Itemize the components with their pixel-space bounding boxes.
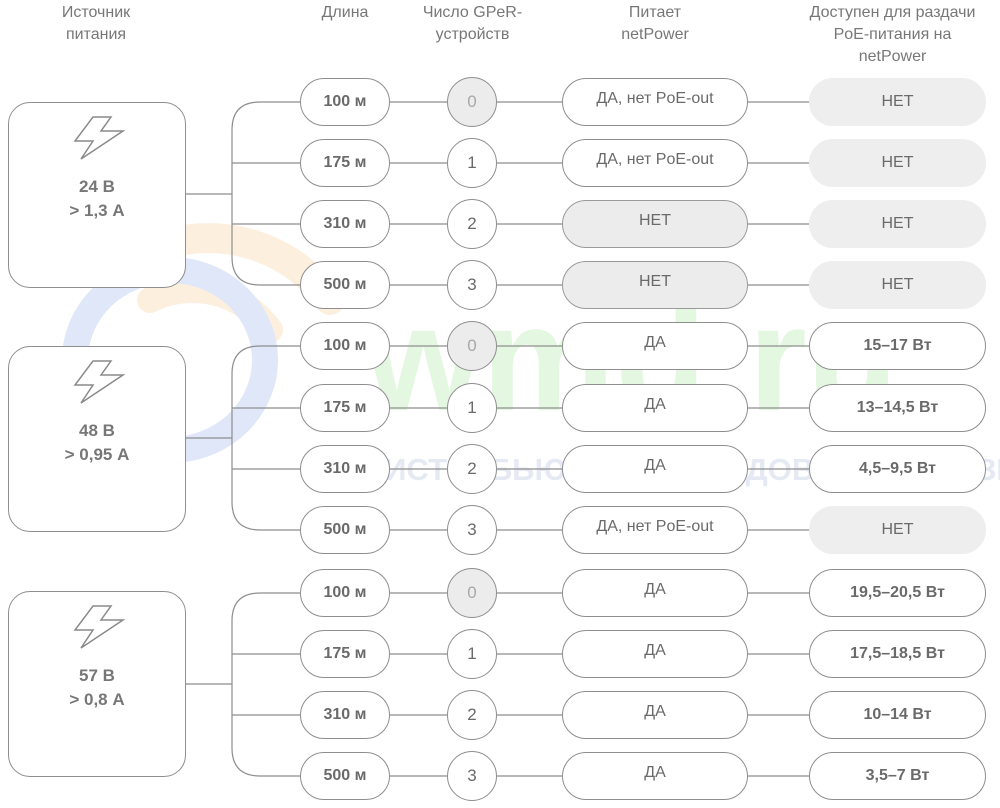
device-count: 3 <box>447 505 497 555</box>
device-count: 3 <box>447 751 497 801</box>
cable-length: 100 м <box>300 569 390 617</box>
source-voltage: 24 В <box>79 177 115 196</box>
cable-length: 100 м <box>300 78 390 126</box>
device-count: 1 <box>447 629 497 679</box>
poe-available-power: НЕТ <box>809 139 986 187</box>
poe-available-power: 4,5–9,5 Вт <box>809 445 986 493</box>
lightning-icon <box>73 360 126 404</box>
power-source-48v: 48 В > 0,95 А <box>8 346 186 532</box>
device-count: 2 <box>447 199 497 249</box>
powers-netpower-status: ДА, нет PoE-out <box>562 506 748 554</box>
header-devices: Число GPeR-устройств <box>422 4 523 43</box>
cable-length: 500 м <box>300 506 390 554</box>
connector-line <box>231 345 300 531</box>
powers-netpower-status: ДА <box>562 752 748 800</box>
poe-available-power: 19,5–20,5 Вт <box>809 569 986 617</box>
powers-netpower-status: ДА, нет PoE-out <box>562 78 748 126</box>
poe-available-power: НЕТ <box>809 506 986 554</box>
device-count: 0 <box>447 568 497 618</box>
cable-length: 500 м <box>300 752 390 800</box>
lightning-icon <box>73 605 126 649</box>
cable-length: 310 м <box>300 200 390 248</box>
cable-length: 310 м <box>300 445 390 493</box>
powers-netpower-status: ДА <box>562 691 748 739</box>
cable-length: 175 м <box>300 384 390 432</box>
source-voltage: 48 В <box>79 421 115 440</box>
poe-available-power: 17,5–18,5 Вт <box>809 630 986 678</box>
device-count: 3 <box>447 260 497 310</box>
connector-line <box>231 592 300 777</box>
device-count: 0 <box>447 77 497 127</box>
cable-length: 100 м <box>300 322 390 370</box>
device-count: 1 <box>447 383 497 433</box>
device-count: 2 <box>447 690 497 740</box>
poe-available-power: НЕТ <box>809 261 986 309</box>
power-source-24v: 24 В > 1,3 А <box>8 102 186 288</box>
poe-available-power: 3,5–7 Вт <box>809 752 986 800</box>
power-source-57v: 57 В > 0,8 А <box>8 591 186 777</box>
device-count: 0 <box>447 321 497 371</box>
source-current: > 0,95 А <box>64 445 130 464</box>
lightning-icon <box>73 116 126 160</box>
poe-available-power: 10–14 Вт <box>809 691 986 739</box>
powers-netpower-status: ДА <box>562 384 748 432</box>
poe-available-power: 15–17 Вт <box>809 322 986 370</box>
powers-netpower-status: ДА <box>562 322 748 370</box>
powers-netpower-status: ДА <box>562 569 748 617</box>
source-voltage: 57 В <box>79 666 115 685</box>
device-count: 1 <box>447 138 497 188</box>
powers-netpower-status: НЕТ <box>562 261 748 309</box>
source-current: > 1,3 А <box>69 201 125 220</box>
device-count: 2 <box>447 444 497 494</box>
cable-length: 175 м <box>300 630 390 678</box>
cable-length: 310 м <box>300 691 390 739</box>
poe-available-power: НЕТ <box>809 78 986 126</box>
powers-netpower-status: ДА, нет PoE-out <box>562 139 748 187</box>
poe-available-power: 13–14,5 Вт <box>809 384 986 432</box>
header-length: Длина <box>321 4 369 21</box>
powers-netpower-status: ДА <box>562 630 748 678</box>
connector-line <box>231 101 300 286</box>
poe-available-power: НЕТ <box>809 200 986 248</box>
powers-netpower-status: ДА <box>562 445 748 493</box>
source-current: > 0,8 А <box>69 690 125 709</box>
powers-netpower-status: НЕТ <box>562 200 748 248</box>
cable-length: 500 м <box>300 261 390 309</box>
cable-length: 175 м <box>300 139 390 187</box>
